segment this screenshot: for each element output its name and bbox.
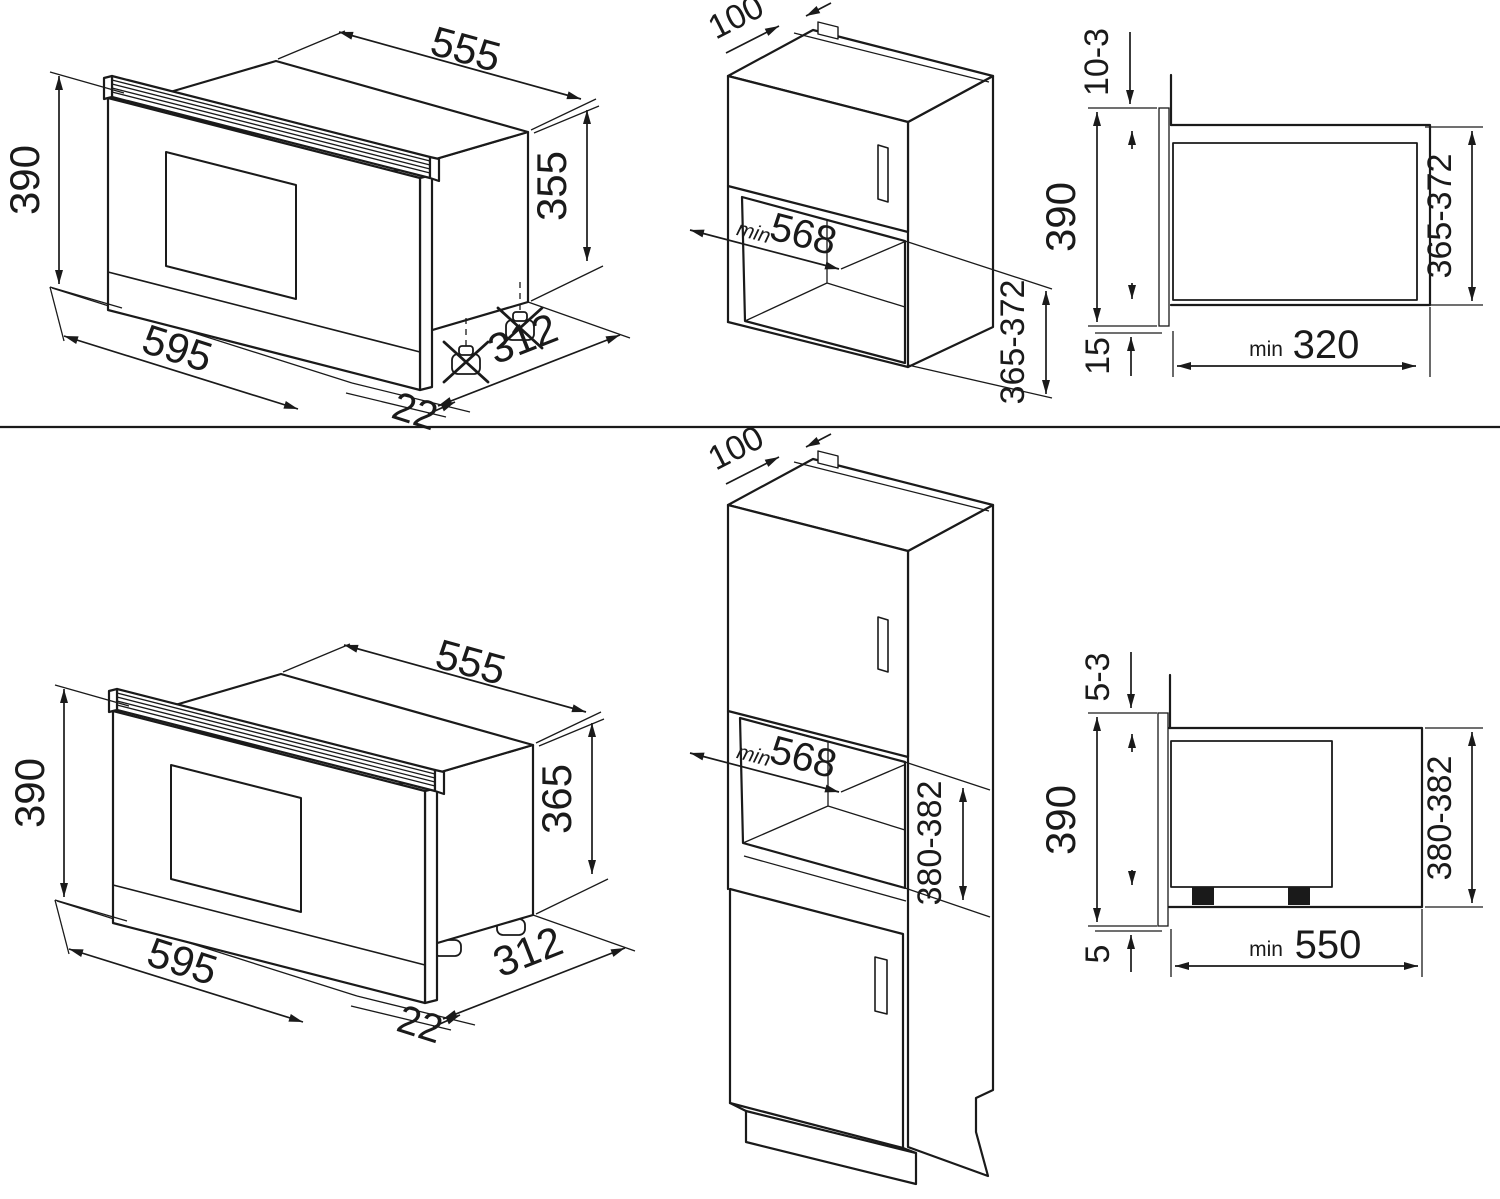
- oven-door: [106, 96, 434, 392]
- dim-label-top-width: 555: [426, 17, 506, 81]
- front-panel-section: [1157, 712, 1169, 927]
- dim-label-front-height: 390: [1037, 785, 1084, 855]
- dimension-bottom-gap: 5: [1079, 930, 1162, 972]
- oven-isometric-bottom: 555 390 365 595 312 22: [6, 630, 636, 1052]
- dim-label-top-width: 555: [431, 630, 511, 694]
- dim-label-top-gap: 5-3: [1079, 652, 1117, 701]
- cross-section-bottom: 5-3 390 5 380-382 min 550: [1037, 652, 1483, 977]
- oven-isometric-top: 555 390 355 595 312 22: [1, 17, 631, 439]
- dim-label-bottom-gap: 5: [1079, 945, 1117, 964]
- dimension-front-height: 390: [1, 71, 125, 309]
- dimension-niche-height: 365-372: [1421, 126, 1483, 306]
- dimension-door-offset: 22: [387, 384, 456, 439]
- back-panel-tab: [817, 21, 839, 40]
- plinth: [728, 1101, 918, 1186]
- dimension-side-height: 355: [528, 105, 604, 302]
- cross-section-top: 10-3 390 15 365-372 min 320: [1037, 28, 1483, 377]
- dim-label-niche-height: 380-382: [911, 781, 949, 906]
- back-panel-edge: [793, 32, 990, 83]
- dim-label-side-depth: 312: [482, 304, 564, 373]
- wall-unit-cutaway-top: 100 min 568 365-372: [689, 0, 1053, 405]
- door-window: [170, 764, 302, 913]
- oven-body-section: [1170, 740, 1333, 888]
- oven-door: [111, 709, 439, 1005]
- dimension-niche-height: 380-382: [904, 761, 991, 918]
- dim-label-side-height: 355: [528, 151, 575, 221]
- back-panel-edge: [793, 461, 990, 512]
- dimension-niche-height: 380-382: [1421, 727, 1483, 908]
- door-lower-band: [107, 271, 421, 353]
- niche-outline: [1169, 123, 1432, 307]
- dimension-front-height: 390: [1037, 712, 1157, 927]
- dimension-door-offset: 22: [392, 997, 461, 1052]
- dim-label-top-gap: 10-3: [1078, 28, 1116, 96]
- dimension-niche-depth: min 550: [1170, 909, 1423, 977]
- dim-label-niche-height: 365-372: [994, 280, 1032, 405]
- foot-icon: [1288, 887, 1310, 905]
- cabinet-door: [726, 74, 910, 234]
- dimension-front-height: 390: [1037, 107, 1157, 327]
- door-lower-band: [112, 884, 426, 966]
- dim-label-min: min: [1249, 938, 1283, 961]
- dim-label-rear-recess: 100: [702, 0, 770, 47]
- dim-label-side-height: 365: [533, 764, 580, 834]
- dim-label-bottom-gap: 15: [1079, 337, 1117, 375]
- door-handle: [874, 956, 888, 1015]
- dim-label-door-offset: 22: [392, 997, 448, 1052]
- dim-label-niche-depth: 550: [1295, 923, 1362, 967]
- cabinet-side-panel: [906, 503, 995, 1178]
- lower-door: [728, 887, 905, 1150]
- dimension-bottom-gap: 15: [1079, 332, 1162, 376]
- upper-door: [726, 503, 910, 759]
- niche-outline: [1167, 726, 1424, 909]
- dimension-top-gap: 5-3: [1079, 652, 1135, 708]
- ground-lines: [54, 899, 636, 1031]
- oven-body-section: [1172, 142, 1418, 301]
- dim-label-front-height: 390: [1, 145, 48, 215]
- dimension-side-height: 365: [533, 718, 609, 915]
- cabinet-side-panel: [906, 74, 995, 369]
- tall-unit-cutaway-bottom: 100 min 568 380-382: [689, 418, 995, 1186]
- door-handle: [877, 616, 889, 673]
- back-panel-tab: [817, 450, 839, 469]
- dim-label-niche-depth: 320: [1293, 323, 1360, 367]
- removed-foot-icon: [442, 318, 490, 384]
- dimension-niche-height: 365-372: [904, 240, 1053, 405]
- door-handle: [877, 144, 889, 203]
- dimension-niche-depth: min 320: [1172, 307, 1431, 377]
- door-window: [165, 151, 297, 300]
- dimension-front-height: 390: [6, 684, 130, 922]
- dimension-top-gap: 10-3: [1078, 28, 1134, 104]
- foot-icon: [1192, 887, 1214, 905]
- dim-label-min: min: [1249, 338, 1283, 361]
- dim-label-front-height: 390: [6, 758, 53, 828]
- front-panel-section: [1158, 107, 1170, 327]
- dim-label-door-offset: 22: [387, 384, 443, 439]
- dim-label-niche-height: 380-382: [1421, 756, 1459, 881]
- dim-label-front-height: 390: [1037, 182, 1084, 252]
- dim-label-niche-height: 365-372: [1421, 154, 1459, 279]
